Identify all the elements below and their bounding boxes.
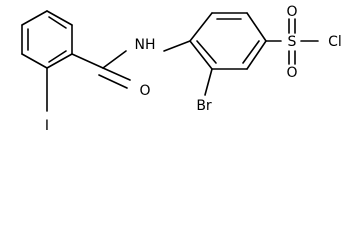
atom-label-nh: NH	[135, 37, 156, 53]
left-benzene-ring	[21, 10, 73, 69]
atom-label-chlorine: Cl	[328, 34, 342, 50]
atom-label-sulfur: S	[288, 34, 297, 50]
atom-label-carbonyl-oxygen: O	[139, 83, 150, 99]
atom-label-iodine: I	[45, 118, 49, 134]
right-benzene-ring	[189, 12, 267, 70]
bond-left-ring-inner-2	[48, 50, 67, 63]
bond-left-ring-3	[46, 53, 73, 69]
bond-right-ring-1	[189, 12, 213, 42]
bond-carbonyl-oxygen-1	[102, 67, 131, 81]
atom-label-bromine: Br	[196, 98, 212, 114]
bond-left-ring-inner-1	[48, 16, 67, 29]
bond-right-ring-3	[246, 12, 267, 42]
bond-nh-to-ring	[163, 40, 191, 52]
bond-right-ring-inner-2	[242, 40, 260, 64]
chemical-structure: NH O S O O Cl Br I	[21, 4, 342, 134]
bond-left-ring-1	[46, 10, 73, 26]
atom-label-sulfonyl-oxygen-top: O	[286, 4, 297, 20]
bond-carbonyl-to-nh	[102, 50, 127, 69]
bond-ring-to-carbonyl	[71, 53, 104, 69]
atom-labels: NH O S O O Cl Br I	[45, 4, 342, 134]
bond-right-ring-4	[246, 40, 267, 70]
bond-right-ring-inner-3	[196, 40, 217, 64]
bond-left-ring-4	[21, 53, 48, 69]
bond-carbonyl-oxygen-2	[98, 74, 128, 89]
atom-label-sulfonyl-oxygen-bottom: O	[286, 65, 297, 81]
bond-right-ring-6	[189, 40, 213, 70]
amide-linker	[71, 40, 191, 89]
substituent-bonds	[46, 18, 319, 112]
bond-ring-to-bromine	[204, 68, 213, 96]
bond-left-ring-6	[21, 10, 48, 26]
